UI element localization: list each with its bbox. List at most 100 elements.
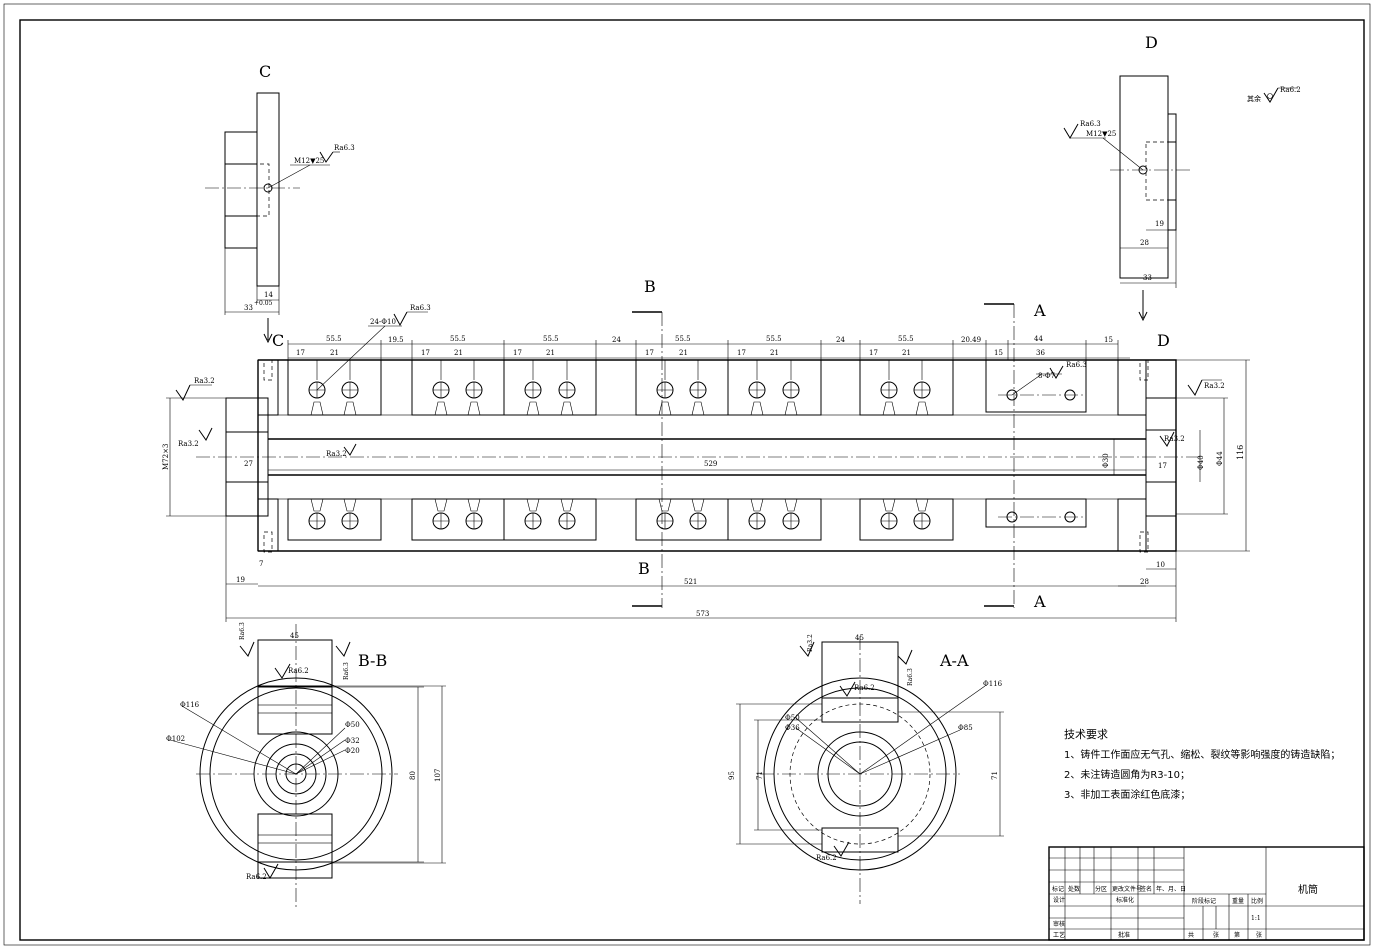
dim-top-18: 55.5 (898, 335, 914, 343)
tech-requirements: 技术要求 1、铸件工作面应无气孔、缩松、裂纹等影响强度的铸造缺陷； 2、未注铸造… (1064, 728, 1340, 801)
dim-d30: Φ30 (1102, 453, 1110, 468)
tb-scale-label: 比例 (1251, 897, 1263, 905)
outer-frame (3, 3, 1371, 946)
view-d-roughness: Ra6.3 (1080, 120, 1101, 128)
dim-top-23: 15 (1104, 336, 1113, 344)
view-d: D M12▼25 Ra6.3 19 28 33 (1063, 33, 1192, 288)
aa-rough-1: Ra3.2 (807, 634, 814, 652)
aa-dim-d50: Φ50 (785, 714, 800, 722)
view-c-dim-33: 33 (244, 304, 253, 312)
aa-dim-71a: 71 (756, 771, 764, 780)
roughness-bore: Ra3.2 (326, 450, 347, 458)
tb-stage-mark: 阶段标记 (1192, 897, 1216, 905)
aa-rough-2: Ra6.3 (907, 668, 914, 686)
bb-dim-d32: Φ32 (345, 737, 360, 745)
dim-top-0: 17 (296, 349, 305, 357)
tb-part-name: 机筒 (1298, 883, 1318, 896)
bb-rough-3: Ra6.2 (288, 667, 309, 675)
marker-b-bottom: B (638, 559, 650, 578)
bb-rough-2: Ra6.3 (343, 662, 350, 680)
bb-dim-45: 45 (290, 632, 299, 640)
dim-top-17: 21 (902, 349, 911, 357)
dim-28: 28 (1140, 578, 1149, 586)
view-c-thread-note: M12▼25 (294, 157, 324, 165)
main-view-holes-bottom (308, 498, 1084, 530)
dim-10: 10 (1156, 561, 1165, 569)
dim-17: 17 (1158, 462, 1167, 470)
aa-dim-d36: Φ36 (785, 724, 800, 732)
roughness-left-flange: Ra3.2 (194, 377, 215, 385)
bb-dim-d50: Φ50 (345, 721, 360, 729)
tech-req-item-2: 2、未注铸造圆角为R3-10； (1064, 768, 1190, 781)
hole-24-label: 24-Φ10 (370, 318, 396, 326)
dim-top-10: 17 (645, 349, 654, 357)
view-c-tolerance: +0.05 (254, 300, 273, 307)
hole-24-roughness: Ra6.3 (410, 304, 431, 312)
main-view-top-dims: 17 21 55.5 19.5 17 21 17 21 55.5 24 17 2… (287, 335, 1130, 360)
dim-top-2b: 55.5 (675, 335, 691, 343)
tb-process: 工艺 (1053, 931, 1065, 939)
tech-req-item-3: 3、非加工表面涂红色底漆； (1064, 788, 1190, 801)
tb-total: 共 (1188, 931, 1194, 939)
marker-a-bottom: A (1033, 592, 1046, 611)
tb-mark: 标记 (1052, 885, 1064, 893)
dim-top-2: 55.5 (326, 335, 342, 343)
view-d-thread-note: M12▼25 (1086, 130, 1116, 138)
tb-count: 处数 (1068, 885, 1080, 893)
bb-dim-80: 80 (409, 771, 417, 780)
tb-signature: 签名 (1140, 885, 1152, 893)
view-c-label: C (259, 62, 271, 81)
bb-dim-d102: Φ102 (166, 735, 185, 743)
marker-d: D (1157, 331, 1170, 350)
hole-8-roughness: Ra6.3 (1066, 361, 1087, 369)
dim-top-22: 36 (1036, 349, 1045, 357)
roughness-rest-label: 其余 (1247, 94, 1261, 103)
main-view (196, 359, 1200, 553)
tb-date: 年、月、日 (1156, 885, 1186, 893)
hole-24-note: 24-Φ10 Ra6.3 (316, 304, 431, 391)
bb-dim-d116: Φ116 (180, 701, 200, 709)
dim-top-21: 44 (1034, 335, 1043, 343)
dim-19-left: 19 (236, 576, 245, 584)
view-c-dim-14: 14 (264, 291, 273, 299)
tech-req-item-1: 1、铸件工作面应无气孔、缩松、裂纹等影响强度的铸造缺陷； (1064, 748, 1340, 761)
hole-8-note: 8-Φ7 (1038, 372, 1055, 380)
roughness-left-bore: Ra3.2 (178, 440, 199, 448)
tech-req-heading: 技术要求 (1064, 728, 1108, 741)
tb-page: 第 (1234, 931, 1240, 939)
dim-27: 27 (244, 460, 253, 468)
aa-rough-4: Ra6.2 (816, 854, 837, 862)
dim-116: 116 (1236, 445, 1245, 460)
dim-573: 573 (696, 610, 709, 618)
main-view-holes-top: 8-Φ7 Ra6.3 (308, 360, 1087, 416)
bb-rough-4: Ra6.2 (246, 873, 267, 881)
marker-c: C (272, 331, 284, 350)
dim-top-5: 21 (454, 349, 463, 357)
roughness-rest: 其余 Ra6.2 (1247, 86, 1301, 103)
aa-dim-95: 95 (728, 771, 736, 780)
tb-zone: 分区 (1095, 885, 1107, 893)
view-c-roughness: Ra6.3 (334, 144, 355, 152)
aa-dim-d85: Φ85 (958, 724, 973, 732)
tb-change-doc: 更改文件号 (1112, 885, 1142, 893)
inner-frame (19, 19, 1365, 941)
dim-top-15: 24 (836, 336, 845, 344)
marker-a-top: A (1033, 301, 1046, 320)
dim-top-1: 21 (330, 349, 339, 357)
view-d-dim-33: 33 (1143, 274, 1152, 282)
aa-rough-3: Ra6.2 (854, 684, 875, 692)
dim-top-11: 21 (679, 349, 688, 357)
tb-scale-value: 1:1 (1251, 915, 1261, 922)
dim-top-13: 21 (770, 349, 779, 357)
tb-weight: 重量 (1232, 897, 1244, 905)
title-block: 标记 处数 分区 更改文件号 签名 年、月、日 设计 标准化 阶段标记 重量 比… (1048, 846, 1365, 941)
roughness-right-bore: Ra3.2 (1164, 435, 1185, 443)
tb-check: 审核 (1053, 920, 1065, 928)
aa-dim-45: 45 (855, 634, 864, 642)
tb-standardization: 标准化 (1116, 896, 1134, 904)
section-aa-label: A-A (939, 651, 969, 670)
bb-dim-107: 107 (434, 769, 442, 782)
view-c: C M12▼25 Ra6.3 14 33 +0.05 (205, 62, 355, 315)
dim-top-20: 15 (994, 349, 1003, 357)
